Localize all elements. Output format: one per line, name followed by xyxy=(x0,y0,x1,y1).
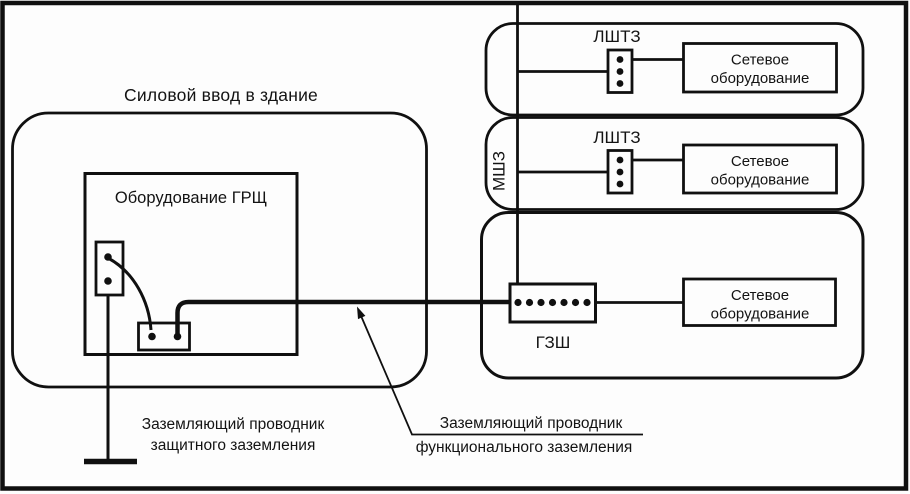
power-input-boundary xyxy=(11,111,428,389)
branch-2-lshtz-label: ЛШТЗ xyxy=(593,128,640,147)
branch-3-equipment-label-line1: Сетевое xyxy=(731,287,789,304)
functional-earth-leader-line xyxy=(357,309,643,436)
protective-earth-label-line1: Заземляющий проводник xyxy=(142,416,325,433)
branch-1: ЛШТЗ Сетевое оборудование xyxy=(517,27,838,94)
branch-1-equipment-box xyxy=(682,42,838,94)
branch-2: ЛШТЗ Сетевое оборудование xyxy=(517,128,838,195)
branch-1-lshtz-label: ЛШТЗ xyxy=(593,27,640,46)
grsh-equipment-box xyxy=(83,172,299,356)
functional-earth-conductor xyxy=(175,299,510,335)
functional-earth-label-line1: Заземляющий проводник xyxy=(440,415,623,432)
functional-earth-annotation: Заземляющий проводник функционального за… xyxy=(357,306,643,456)
branch-1-equipment-label-line2: оборудование xyxy=(711,70,810,87)
branch-3: ГЗШ Сетевое оборудование xyxy=(508,277,837,352)
leader-arrowhead-icon xyxy=(357,306,366,320)
branch-1-equipment-label-line1: Сетевое xyxy=(731,52,789,69)
functional-earth-label-line2: функционального заземления xyxy=(416,439,633,456)
branch-3-equipment-label-line2: оборудование xyxy=(711,306,810,323)
grsh-vertical-terminal xyxy=(94,240,125,297)
branch-3-equipment-box xyxy=(682,277,837,327)
protective-earth-label-line2: защитного заземления xyxy=(151,437,316,454)
room-boundary-2 xyxy=(484,116,865,211)
mshz-label: МШЗ xyxy=(490,151,509,191)
power-input-title: Силовой ввод в здание xyxy=(124,85,318,105)
room-boundary-1 xyxy=(484,22,865,117)
gzsh-busbar xyxy=(508,282,597,324)
terminal-jumper-wire xyxy=(107,256,153,331)
grsh-horizontal-terminal xyxy=(137,321,191,352)
branch-2-lshtz-terminal xyxy=(606,149,634,195)
gzsh-label: ГЗШ xyxy=(536,333,571,352)
branch-2-equipment-label-line1: Сетевое xyxy=(731,153,789,170)
grsh-equipment-label: Оборудование ГРЩ xyxy=(115,189,267,207)
protective-earth-annotation: Заземляющий проводник защитного заземлен… xyxy=(142,416,325,454)
branch-1-lshtz-terminal xyxy=(606,48,634,94)
branch-2-equipment-box xyxy=(682,143,838,195)
branch-2-equipment-label-line2: оборудование xyxy=(711,172,810,189)
room-boundary-3 xyxy=(480,211,865,380)
